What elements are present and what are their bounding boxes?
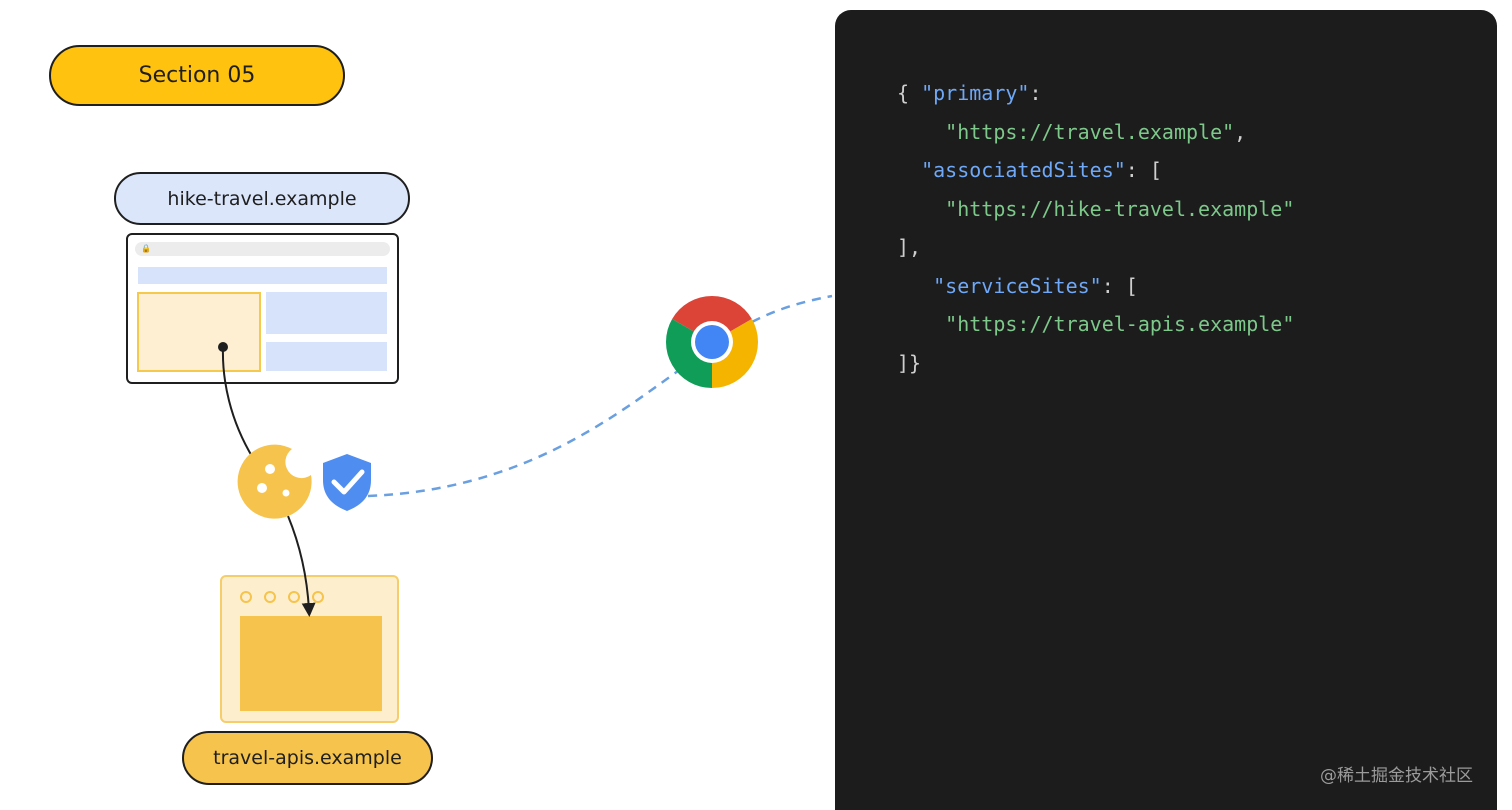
flow-arrow-lower [287, 515, 316, 617]
code-value-service-site: "https://travel-apis.example" [945, 312, 1295, 336]
code-key-associated-sites: "associatedSites" [921, 158, 1126, 182]
window-dot [240, 591, 252, 603]
window-dot [264, 591, 276, 603]
dashed-connector [751, 294, 833, 324]
sidebar-block-top [266, 292, 387, 334]
sidebar-block-bottom [266, 342, 387, 371]
address-bar: 🔒 [135, 242, 390, 256]
code-value-associated-site: "https://hike-travel.example" [945, 196, 1295, 221]
watermark: @稀土掘金技术社区 [1320, 766, 1473, 786]
browser-window-illustration: 🔒 [126, 233, 399, 384]
code-punct: : [1029, 81, 1042, 105]
related-website-set-json: { "primary": "https://travel.example", "… [897, 74, 1294, 382]
code-key-service-sites: "serviceSites" [933, 273, 1102, 298]
code-punct: : [ [1125, 158, 1162, 182]
dashed-connector [367, 366, 683, 498]
code-value-primary: "https://travel.example" [945, 119, 1235, 144]
cookie-icon [237, 444, 312, 519]
diagram-overlay [218, 294, 833, 617]
code-panel: { "primary": "https://travel.example", "… [835, 10, 1497, 810]
code-punct: ], [897, 235, 922, 259]
chrome-logo-icon [665, 295, 759, 388]
code-punct: : [ [1101, 273, 1138, 298]
window-dot [288, 591, 300, 603]
code-punct: , [1234, 119, 1247, 144]
shield-check-icon [323, 454, 371, 511]
window-dot [312, 591, 324, 603]
embedded-content-block [137, 292, 261, 372]
section-label: Section 05 [49, 45, 345, 106]
travel-apis-site-label: travel-apis.example [182, 731, 433, 785]
flow-arrow-upper [221, 346, 254, 459]
api-window-illustration [220, 575, 399, 723]
code-key-primary: "primary" [921, 81, 1030, 105]
flow-start-dot [218, 342, 228, 352]
api-content-block [240, 616, 382, 711]
code-punct: ]} [897, 350, 922, 375]
hike-travel-site-label: hike-travel.example [114, 172, 410, 225]
page-header-block [138, 267, 387, 284]
lock-icon: 🔒 [141, 244, 151, 253]
code-brace: { [897, 81, 922, 105]
